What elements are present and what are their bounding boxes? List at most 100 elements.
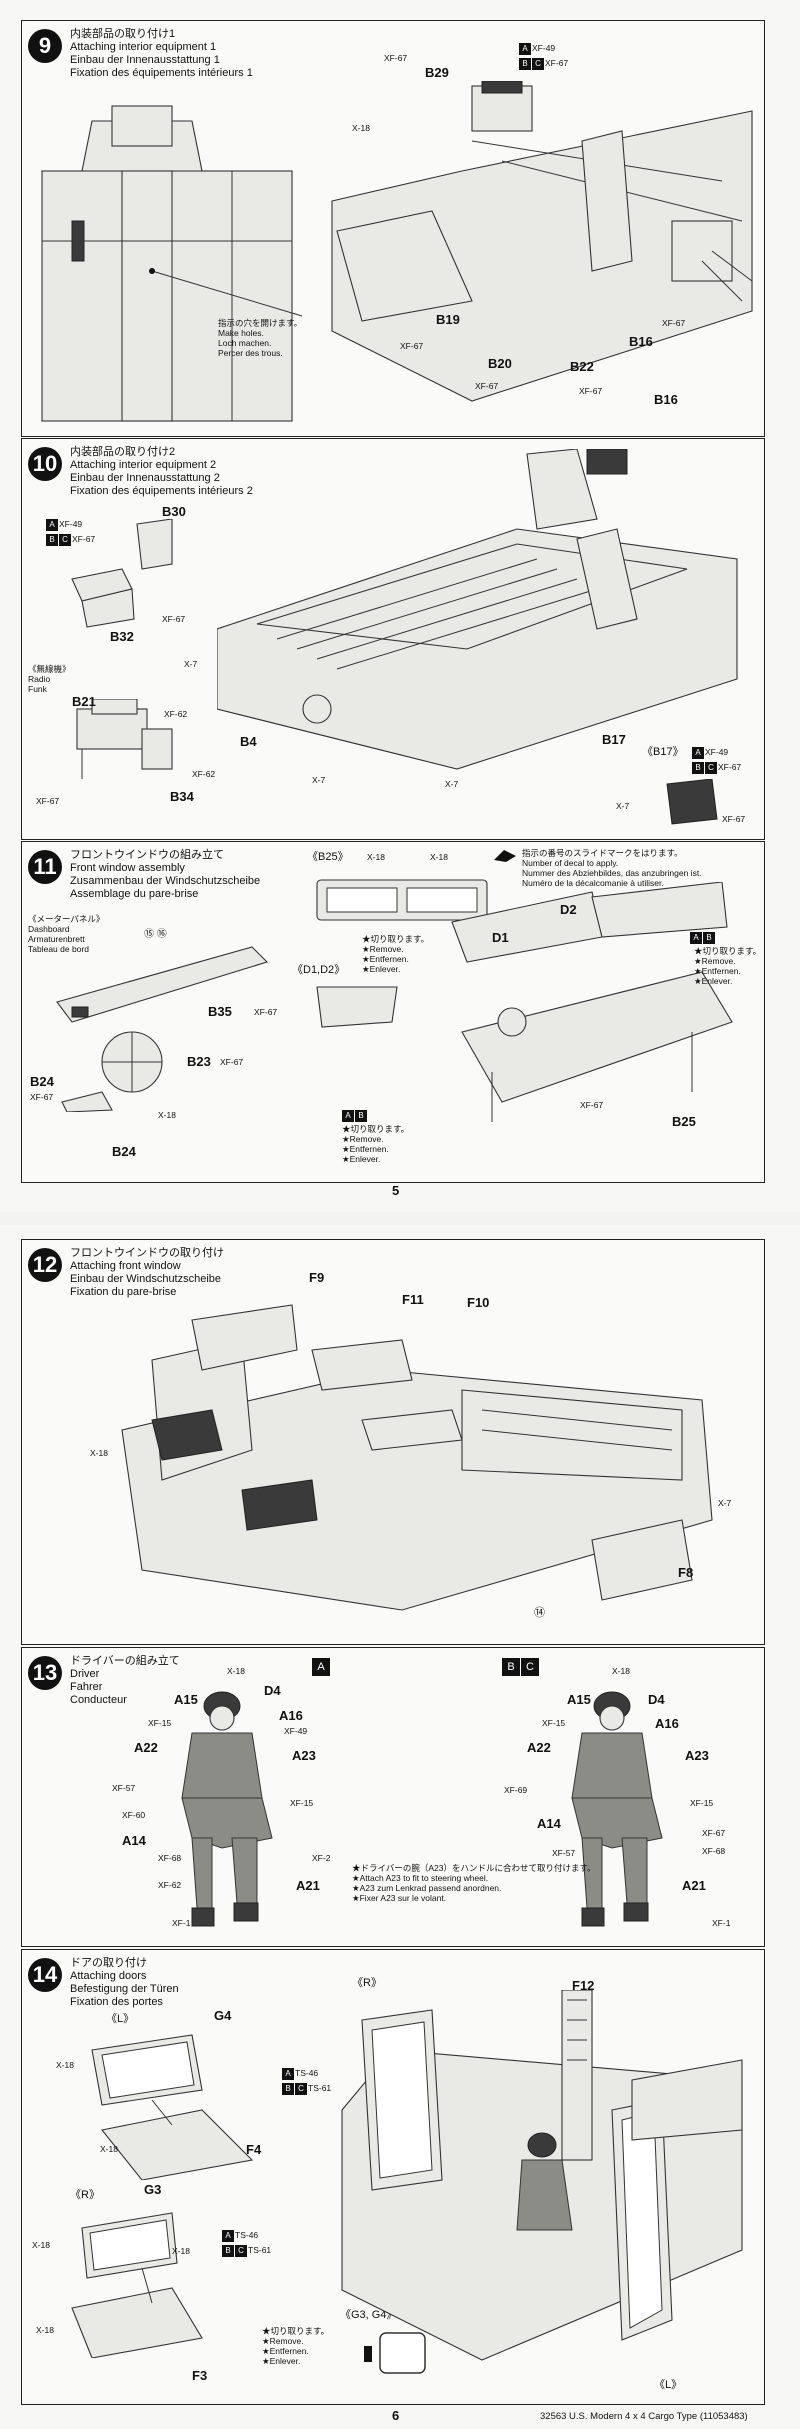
title-en: Attaching front window <box>70 1260 181 1272</box>
part-b17: B17 <box>602 732 626 747</box>
part-b25: B25 <box>672 1114 696 1129</box>
remove-fr: ★Enlever. <box>342 1154 381 1164</box>
step-title: フロントウインドウの組み立て Front window assembly Zus… <box>70 849 260 901</box>
title-en: Driver <box>70 1668 100 1680</box>
color-x18-e: X-18 <box>36 2325 54 2335</box>
color-x18-a: X-18 <box>158 1110 176 1120</box>
remove-en: ★Remove. <box>262 2336 304 2346</box>
page-number-5: 5 <box>392 1183 400 1198</box>
part-b19: B19 <box>436 312 460 327</box>
label-l: 《L》 <box>106 2013 135 2025</box>
step-number: 13 <box>28 1656 62 1690</box>
remove-de: ★Entfernen. <box>694 966 741 976</box>
step-12-panel: 12 フロントウインドウの取り付け Attaching front window… <box>21 1239 765 1645</box>
part-f8: F8 <box>678 1565 694 1580</box>
driver-figure-a <box>181 1691 273 1927</box>
remove-en: ★Remove. <box>362 944 404 954</box>
remove-jp: ★切り取ります。 <box>694 946 762 956</box>
dashboard-decal: ⑮ ⑯ <box>144 929 167 940</box>
part-b22: B22 <box>570 359 594 374</box>
title-fr: Fixation des portes <box>70 1996 163 2008</box>
color-b-7: XF-1 <box>712 1918 731 1928</box>
remove-de: ★Entfernen. <box>362 954 409 964</box>
color-b-2: XF-69 <box>504 1785 528 1795</box>
step-title: ドアの取り付け Attaching doors Befestigung der … <box>70 1957 179 2009</box>
part-b24-b: B24 <box>112 1144 136 1159</box>
color-xf67-a: XF-67 <box>384 53 408 63</box>
decal-de: Nummer des Abziehbildes, das anzubringen… <box>522 868 702 878</box>
g-ref: 《G3, G4》 <box>340 2309 398 2321</box>
color-x18-a: X-18 <box>56 2060 74 2070</box>
step-title: ドライバーの組み立て Driver Fahrer Conducteur <box>70 1655 180 1707</box>
part-f3: F3 <box>192 2368 208 2383</box>
title-jp: ドアの取り付け <box>70 1957 147 1969</box>
remove-en: ★Remove. <box>342 1134 384 1144</box>
color-xf62-b: XF-62 <box>192 769 216 779</box>
dash-de: Armaturenbrett <box>28 934 85 944</box>
part-b21: B21 <box>72 694 96 709</box>
remove-de: ★Entfernen. <box>342 1144 389 1154</box>
part-b23: B23 <box>187 1054 211 1069</box>
title-de: Zusammenbau der Windschutzscheibe <box>70 875 261 887</box>
version-a: A <box>312 1658 331 1676</box>
b25-ref: 《B25》 <box>307 851 349 863</box>
part-b30: B30 <box>162 504 186 519</box>
driver-figure-b <box>571 1691 663 1927</box>
step-number: 10 <box>28 447 62 481</box>
part-b35: B35 <box>208 1004 232 1019</box>
radio-jp: 《無線機》 <box>28 664 71 674</box>
radio-en: Radio <box>28 674 51 684</box>
color-a-2: XF-49 <box>284 1726 308 1736</box>
title-fr: Fixation du pare-brise <box>70 1286 177 1298</box>
color-x18-b: X-18 <box>100 2144 118 2154</box>
dashboard-drawing <box>56 946 269 1112</box>
part-g4: G4 <box>214 2008 232 2023</box>
decal-en: Number of decal to apply. <box>522 858 619 868</box>
bed-drawing <box>217 449 738 770</box>
part-a16-b: A16 <box>655 1716 679 1731</box>
remove-jp: ★切り取ります。 <box>362 934 430 944</box>
color-x7-b: X-7 <box>312 775 326 785</box>
title-en: Attaching doors <box>70 1970 147 1982</box>
part-b29: B29 <box>425 65 449 80</box>
title-fr: Fixation des équipements intérieurs 2 <box>70 485 253 497</box>
color-a-1: XF-15 <box>148 1718 172 1728</box>
part-b20: B20 <box>488 356 512 371</box>
footer-product: 32563 U.S. Modern 4 x 4 Cargo Type (1105… <box>540 2411 748 2422</box>
door-r-drawing <box>71 2212 203 2358</box>
color-xf67-a: XF-67 <box>254 1007 278 1017</box>
radio-drawing <box>76 699 173 779</box>
part-a22-a: A22 <box>134 1740 158 1755</box>
color-b-1: XF-15 <box>542 1718 566 1728</box>
dash-fr: Tableau de bord <box>28 944 89 954</box>
b17-detail <box>666 779 718 825</box>
step-number: 11 <box>28 850 62 884</box>
note-de: ★A23 zum Lenkrad passend anordnen. <box>352 1883 502 1893</box>
title-jp: 内装部品の取り付け2 <box>70 446 176 458</box>
d-ref: 《D1,D2》 <box>292 964 346 976</box>
color-xf67-e: XF-67 <box>662 318 686 328</box>
color-xf67-d: XF-67 <box>579 386 603 396</box>
title-de: Fahrer <box>70 1681 103 1693</box>
step-11-panel: 11 フロントウインドウの組み立て Front window assembly … <box>21 841 765 1183</box>
color-b-0: X-18 <box>612 1666 630 1676</box>
driver-note: ★ドライバーの腕（A23）をハンドルに合わせて取り付けます。 ★Attach A… <box>352 1863 596 1903</box>
part-a15-a: A15 <box>174 1692 198 1707</box>
part-a23-b: A23 <box>685 1748 709 1763</box>
color-a-8: XF-62 <box>158 1880 182 1890</box>
color-xf67-c: XF-67 <box>722 814 746 824</box>
vehicle-drawing <box>121 1304 713 1611</box>
color-xf67-c: XF-67 <box>30 1092 54 1102</box>
decal-jp: 指示の番号のスライドマークをはります。 <box>522 848 683 858</box>
decal-14: ⑭ <box>534 1607 545 1619</box>
part-b24-a: B24 <box>30 1074 54 1089</box>
part-a22-b: A22 <box>527 1740 551 1755</box>
